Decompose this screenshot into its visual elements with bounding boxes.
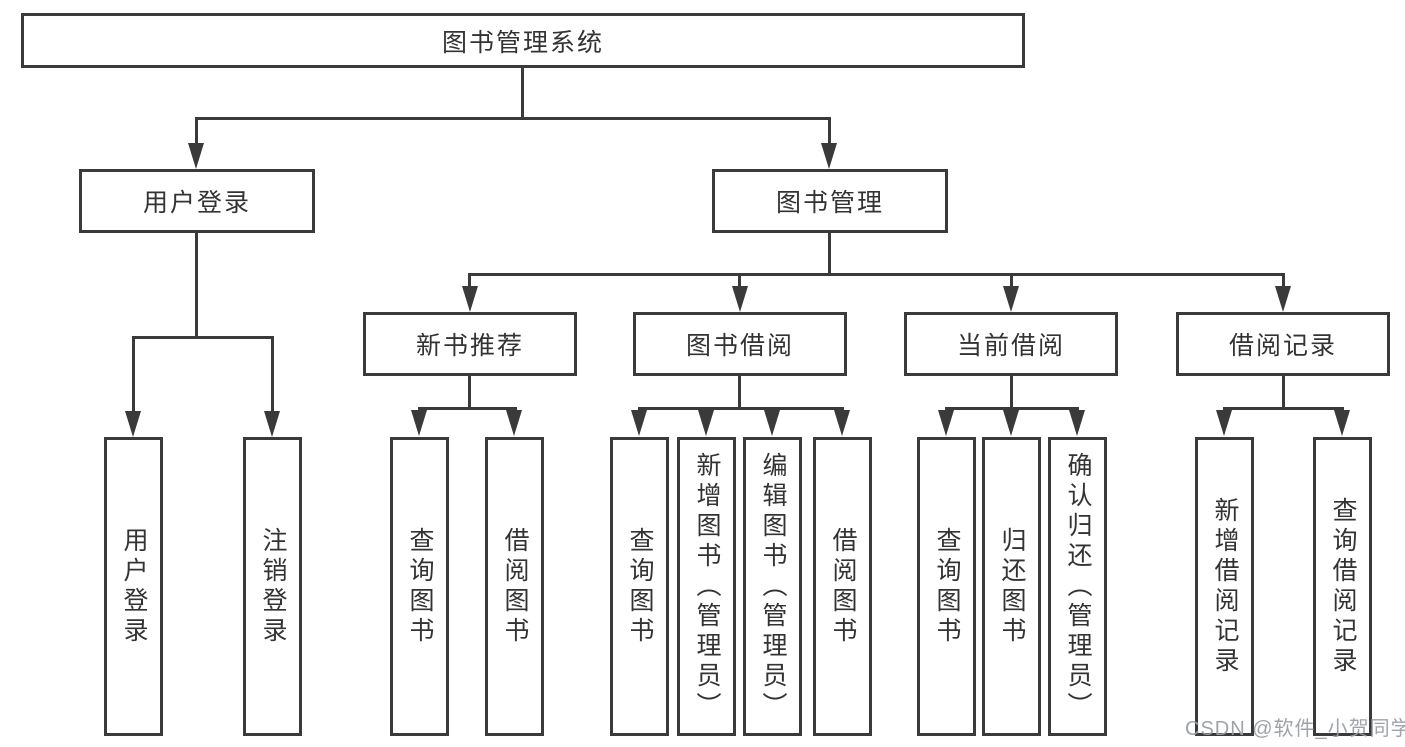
- arrow-down-icon: [764, 410, 780, 436]
- node-label: 新增图书（管理员）: [693, 451, 721, 722]
- node-current-borrow: 当前借阅: [904, 312, 1118, 376]
- connector-rec-split: [418, 407, 517, 410]
- node-label: 编辑图书（管理员）: [759, 451, 787, 722]
- arrow-down-icon: [1334, 410, 1350, 436]
- node-book-borrow: 图书借阅: [633, 312, 847, 376]
- connector-rcd-stem: [1282, 376, 1285, 408]
- node-label: 图书借阅: [685, 332, 794, 360]
- node-label: 确认归还（管理员）: [1064, 451, 1092, 722]
- connector-drop-recommend: [468, 273, 471, 289]
- node-label: 图书管理: [775, 189, 884, 217]
- leaf-recommend-query-book: 查询图书: [390, 437, 449, 736]
- arrow-down-icon: [732, 286, 748, 312]
- node-label: 当前借阅: [956, 332, 1065, 360]
- arrow-down-icon: [506, 410, 522, 436]
- connector-user-stem: [195, 233, 198, 337]
- connector-root-stem: [521, 68, 524, 118]
- arrow-down-icon: [821, 143, 837, 169]
- node-label: 借阅图书: [501, 526, 529, 647]
- connector-cur-stem: [1010, 376, 1013, 408]
- leaf-current-confirm-return-admin: 确认归还（管理员）: [1048, 437, 1107, 736]
- leaf-logout: 注销登录: [243, 437, 302, 736]
- leaf-user-login: 用户登录: [104, 437, 163, 736]
- node-label: 新增借阅记录: [1211, 496, 1239, 677]
- connector-book-split: [468, 273, 1285, 276]
- node-label: 借阅图书: [829, 526, 857, 647]
- leaf-borrow-add-book-admin: 新增图书（管理员）: [677, 437, 736, 736]
- arrow-down-icon: [125, 411, 141, 437]
- connector-root-split: [195, 117, 831, 120]
- node-label: 图书管理系统: [441, 28, 604, 57]
- arrow-down-icon: [188, 143, 204, 169]
- arrow-down-icon: [264, 411, 280, 437]
- node-book-management: 图书管理: [712, 169, 948, 233]
- connector-drop-leaf-login: [132, 336, 135, 412]
- node-library-management-system: 图书管理系统: [21, 13, 1025, 68]
- arrow-down-icon: [834, 410, 850, 436]
- connector-drop-user: [195, 117, 198, 147]
- connector-drop-records: [1282, 273, 1285, 289]
- arrow-down-icon: [698, 410, 714, 436]
- connector-bor-split: [638, 407, 844, 410]
- csdn-watermark: CSDN @软件_小贺同学: [1185, 718, 1405, 740]
- node-user-login: 用户登录: [79, 169, 315, 233]
- leaf-borrow-query-book: 查询图书: [610, 437, 669, 736]
- arrow-down-icon: [1275, 286, 1291, 312]
- node-label: 归还图书: [998, 526, 1026, 647]
- arrow-down-icon: [1216, 410, 1232, 436]
- node-label: 新书推荐: [415, 332, 524, 360]
- node-label: 借阅记录: [1228, 332, 1337, 360]
- node-label: 用户登录: [142, 189, 251, 217]
- node-label: 查询图书: [406, 526, 434, 647]
- leaf-current-return-book: 归还图书: [982, 437, 1041, 736]
- node-label: 查询借阅记录: [1329, 496, 1357, 677]
- leaf-records-add-borrow-record: 新增借阅记录: [1195, 437, 1254, 736]
- connector-rcd-split: [1223, 407, 1344, 410]
- leaf-current-query-book: 查询图书: [917, 437, 976, 736]
- node-label: 查询图书: [933, 526, 961, 647]
- connector-drop-borrow: [738, 273, 741, 289]
- arrow-down-icon: [1003, 286, 1019, 312]
- arrow-down-icon: [462, 286, 478, 312]
- connector-drop-current: [1010, 273, 1013, 289]
- connector-rec-stem: [468, 376, 471, 408]
- leaf-records-query-borrow-record: 查询借阅记录: [1313, 437, 1372, 736]
- arrow-down-icon: [938, 410, 954, 436]
- connector-drop-leaf-logout: [271, 336, 274, 412]
- arrow-down-icon: [411, 410, 427, 436]
- leaf-recommend-borrow-book: 借阅图书: [485, 437, 544, 736]
- connector-user-split: [132, 336, 274, 339]
- connector-book-stem: [828, 233, 831, 274]
- node-borrow-records: 借阅记录: [1176, 312, 1390, 376]
- node-label: 用户登录: [120, 526, 148, 647]
- arrow-down-icon: [631, 410, 647, 436]
- arrow-down-icon: [1003, 410, 1019, 436]
- node-label: 注销登录: [259, 526, 287, 647]
- arrow-down-icon: [1069, 410, 1085, 436]
- node-label: 查询图书: [626, 526, 654, 647]
- leaf-borrow-borrow-book: 借阅图书: [813, 437, 872, 736]
- leaf-borrow-edit-book-admin: 编辑图书（管理员）: [743, 437, 802, 736]
- connector-drop-book: [828, 117, 831, 147]
- connector-bor-stem: [738, 376, 741, 408]
- node-new-book-recommend: 新书推荐: [363, 312, 577, 376]
